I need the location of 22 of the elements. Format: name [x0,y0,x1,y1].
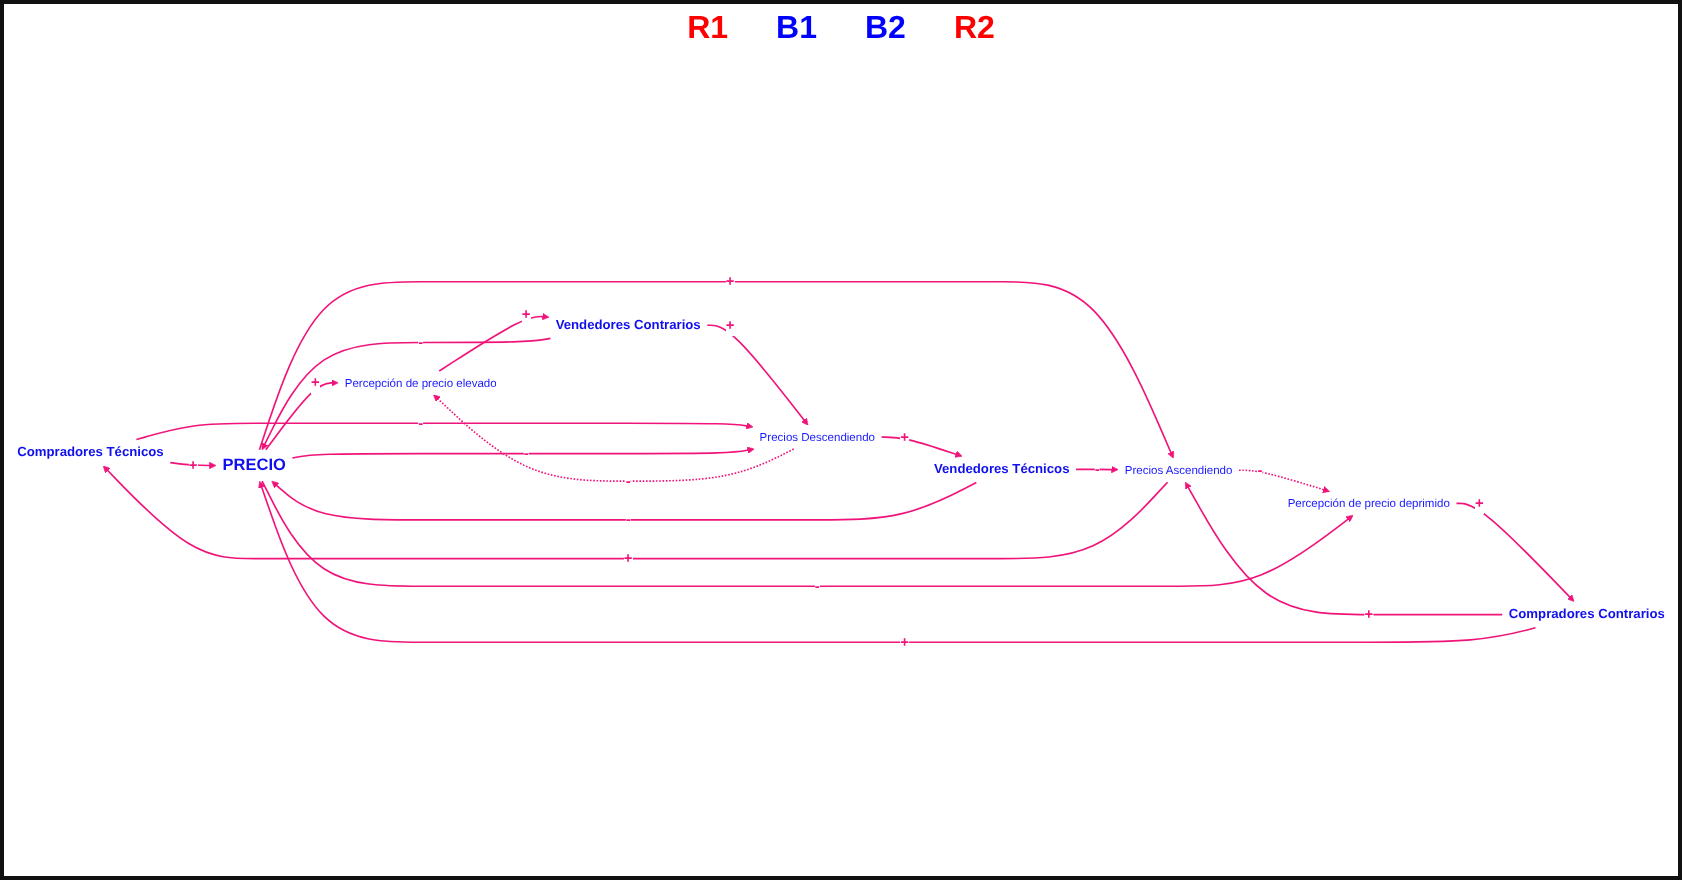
arrow [706,324,809,426]
arrow [1455,502,1575,602]
arrow [291,446,755,459]
arrow [1238,469,1330,493]
node-text: PRECIO [222,456,286,475]
loop-marker: B1 [776,12,817,48]
arrow [271,480,978,521]
loop-marker: R2 [953,12,995,48]
arrow [261,480,1354,588]
arrow [258,280,1175,459]
arrow [1075,465,1119,474]
arrow [1185,481,1504,616]
loop-marker: R1 [687,12,729,48]
arrow [438,312,550,372]
arrow [264,379,339,451]
arrow [135,422,754,441]
arrow [258,480,1537,644]
arrow [102,465,1169,560]
arrow [261,337,552,451]
arrow [880,436,963,458]
loop-marker: B2 [865,12,906,48]
arrow [433,394,795,482]
